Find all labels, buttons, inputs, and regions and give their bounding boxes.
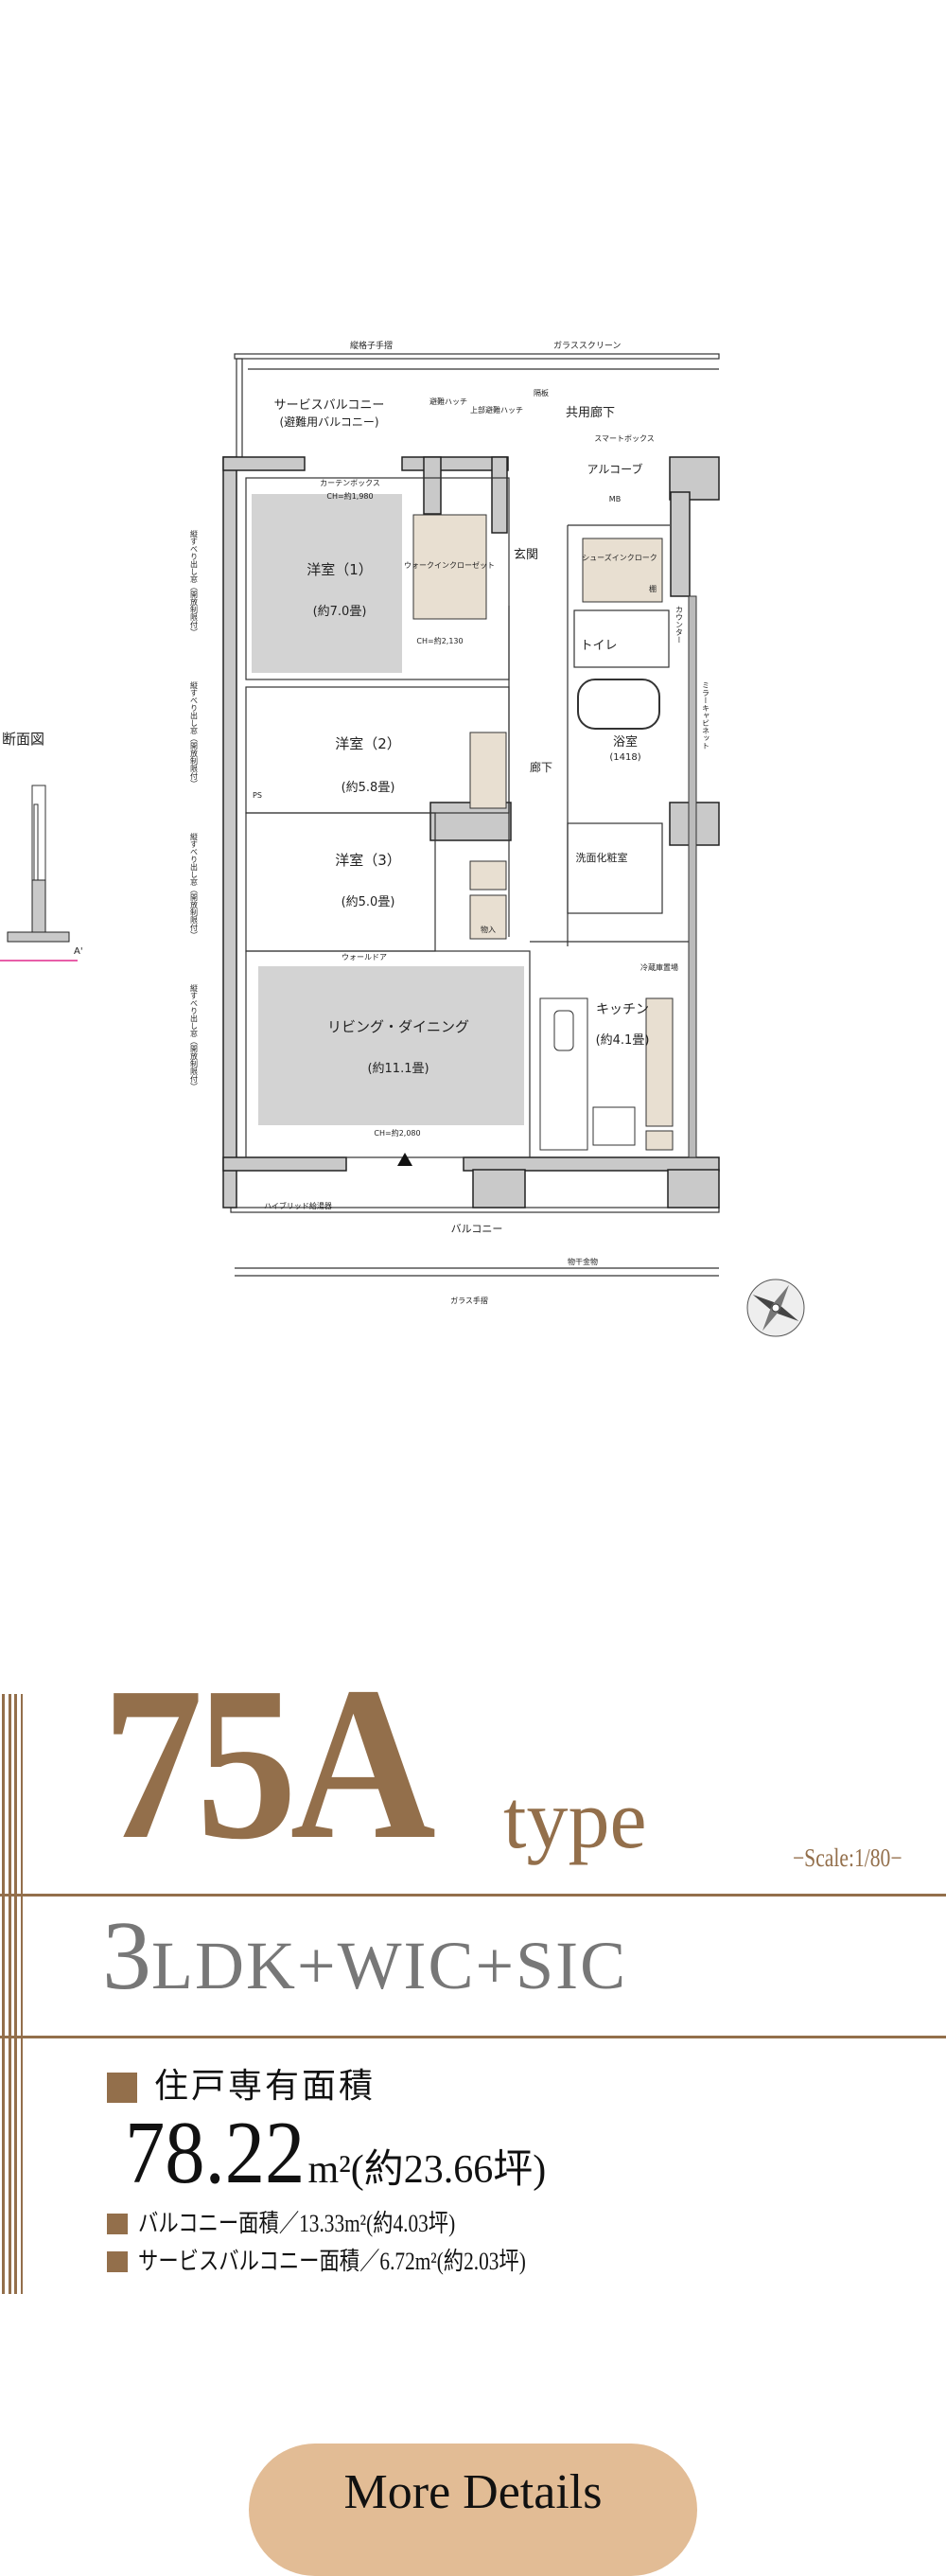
label-smart-box: スマートボックス [594, 434, 655, 443]
note-wall-door: ウォールドア [342, 953, 387, 962]
service-balcony-area: サービスバルコニー面積／6.72m²(約2.03坪) [138, 2248, 526, 2275]
label-western3-size: (約5.0畳) [342, 895, 395, 909]
decor-bar [14, 1694, 17, 2294]
note-window-4: 縦すべり出し窓（開放制限付） [190, 983, 199, 1090]
note-curtain-box: カーテンボックス [320, 479, 380, 487]
note-glass-screen: ガラススクリーン [553, 341, 621, 351]
section-diagram: 断面図 A' [0, 731, 83, 962]
note-ch-2130: CH=約2,130 [416, 636, 463, 645]
label-service-balcony: サービスバルコニー [274, 398, 385, 413]
label-shoes-in: シューズインクローク [582, 553, 657, 562]
bathtub [577, 679, 660, 730]
label-bath-size: (1418) [609, 752, 640, 763]
label-western2: 洋室（2） [335, 735, 401, 752]
entrance-arrow-icon [397, 1153, 412, 1166]
area-unit: m²(約23.66坪) [307, 2148, 547, 2192]
note-escape-hatch: 避難ハッチ [429, 397, 467, 406]
note-mirror-cabinet: ミラーキャビネット [702, 681, 710, 750]
compass-icon [746, 1279, 805, 1337]
label-washroom: 洗面化粧室 [576, 851, 628, 864]
label-alcove: アルコーブ [587, 462, 643, 476]
note-glass-rail: ガラス手摺 [450, 1296, 488, 1305]
section-marker: A' [74, 946, 83, 957]
interior-walls [245, 477, 689, 1158]
section-label: 断面図 [2, 731, 44, 748]
note-lattice-rail: 縦格子手摺 [350, 340, 393, 351]
window-notes: 縦すべり出し窓（開放制限付） 縦すべり出し窓（開放制限付） 縦すべり出し窓（開放… [190, 529, 710, 1090]
room-shade-living [258, 966, 524, 1125]
note-partition: 隔板 [534, 388, 549, 397]
note-water-heater: ハイブリッド給湯器 [264, 1201, 332, 1210]
decor-bar [2, 1694, 5, 2294]
label-service-balcony-sub: (避難用バルコニー) [279, 415, 378, 429]
note-counter: カウンター [675, 606, 684, 644]
more-details-label: More Details [343, 2465, 603, 2519]
label-entrance: 玄関 [514, 548, 538, 562]
scale-label: −Scale:1/80− [793, 1844, 902, 1872]
room-shade-western1 [252, 494, 402, 673]
label-living-size: (約11.1畳) [367, 1062, 429, 1076]
storage-areas [412, 514, 674, 1151]
more-details-button[interactable]: More Details [249, 2444, 697, 2576]
label-corridor: 廊下 [530, 760, 552, 774]
stove [592, 1106, 636, 1146]
label-wic: ウォークインクローゼット [404, 560, 495, 570]
bullet-square-icon [107, 2251, 128, 2272]
divider [0, 1894, 946, 1897]
floor-plan: 断面図 A' 縦格子手摺 ガラススクリーン [0, 340, 805, 1337]
label-western3: 洋室（3） [335, 852, 401, 869]
layout-number: 3 [102, 1901, 151, 2010]
label-toilet: トイレ [580, 639, 617, 653]
note-window-3: 縦すべり出し窓（開放制限付） [190, 832, 199, 939]
label-mb: MB [609, 495, 621, 503]
label-western1: 洋室（1） [307, 561, 373, 578]
label-balcony: バルコニー [451, 1223, 503, 1235]
bullet-square-icon [107, 2214, 128, 2234]
note-ch-1980: CH=約1,980 [326, 491, 373, 501]
sink [553, 1010, 574, 1051]
area-heading: 住戸専有面積 [154, 2067, 377, 2105]
type-name: 75A [102, 1642, 436, 1885]
layout-label: 3LDK+WIC+SIC [102, 1907, 627, 2005]
label-common-corridor: 共用廊下 [566, 405, 615, 420]
divider [0, 2036, 946, 2038]
note-drying: 物干金物 [568, 1257, 598, 1266]
label-ps: PS [253, 791, 262, 800]
label-western1-size: (約7.0畳) [313, 605, 367, 619]
label-kitchen-size: (約4.1畳) [596, 1033, 650, 1048]
balcony-area: バルコニー面積／13.33m²(約4.03坪) [138, 2210, 456, 2237]
note-storage: 物入 [481, 925, 496, 934]
label-living: リビング・ダイニング [327, 1018, 469, 1035]
area-value-row: 78.22m²(約23.66坪) [125, 2107, 546, 2199]
decor-bar [21, 1694, 23, 2294]
note-window-1: 縦すべり出し窓（開放制限付） [190, 529, 199, 636]
note-window-2: 縦すべり出し窓（開放制限付） [190, 680, 199, 787]
label-western2-size: (約5.8畳) [342, 781, 395, 795]
note-upper-hatch: 上部避難ハッチ [470, 405, 523, 415]
area-value: 78.22 [125, 2104, 306, 2202]
walls [222, 456, 720, 1209]
note-shelf: 棚 [649, 584, 657, 593]
label-kitchen: キッチン [596, 1002, 649, 1017]
type-suffix: type [503, 1774, 647, 1866]
bullet-square-icon [107, 2073, 137, 2103]
decor-bar [9, 1694, 11, 2294]
wall-right [688, 595, 697, 1158]
layout-rest: LDK+WIC+SIC [151, 1928, 628, 2003]
note-fridge: 冷蔵庫置場 [640, 962, 678, 972]
label-bath: 浴室 [613, 734, 638, 750]
note-ch-2080: CH=約2,080 [374, 1128, 420, 1138]
